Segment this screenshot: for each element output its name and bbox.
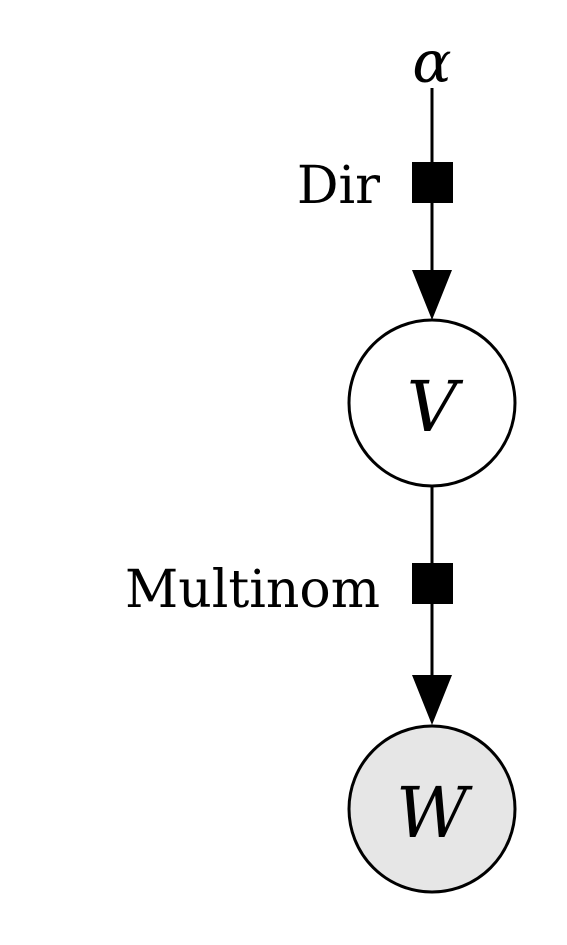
dir-factor-label: Dir [297,156,380,216]
latent-node-v-label: V [407,366,464,448]
alpha-symbol: α [412,28,451,96]
observed-node-w-label: W [396,772,473,854]
dir-factor [412,162,453,203]
observed-node-w [347,724,517,894]
multinom-factor [412,563,453,604]
multinom-factor-label: Multinom [125,560,380,620]
arrowhead-to-w [412,675,452,725]
arrowhead-to-v [412,270,452,320]
